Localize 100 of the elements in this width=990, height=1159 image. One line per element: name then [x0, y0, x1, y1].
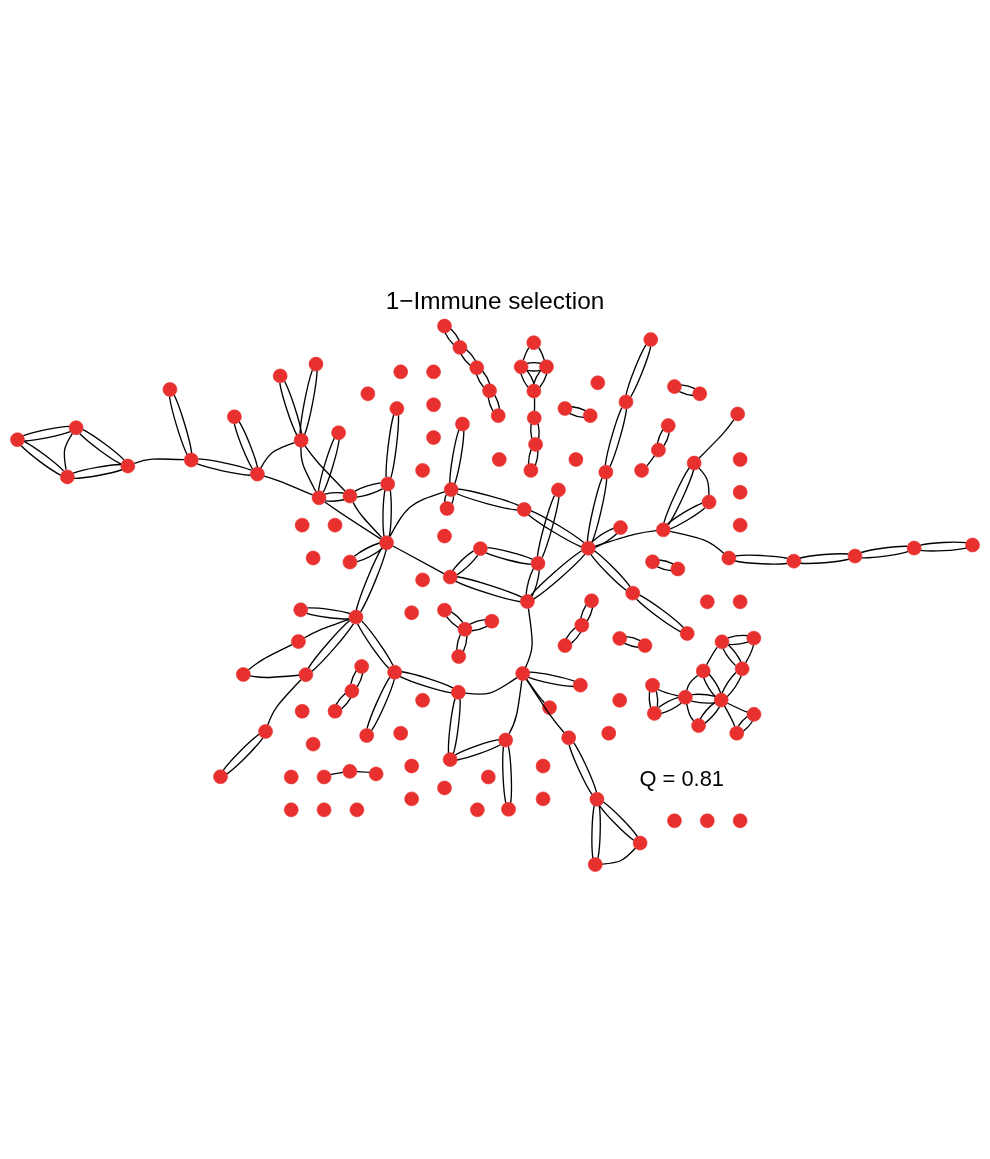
- connector: [392, 545, 445, 575]
- connector: [570, 631, 582, 644]
- connector: [609, 408, 628, 468]
- node-circle: [426, 364, 441, 380]
- connector: [525, 607, 533, 668]
- connector: [450, 328, 460, 342]
- node-circle: [452, 340, 468, 355]
- node-circle: [618, 394, 634, 410]
- node-circle: [667, 813, 682, 829]
- connector: [708, 673, 722, 694]
- connector: [728, 641, 749, 646]
- connector: [538, 347, 545, 361]
- connector: [525, 568, 534, 596]
- node-circle: [451, 685, 466, 700]
- connector: [591, 527, 614, 543]
- connector: [446, 616, 459, 629]
- connector: [306, 612, 350, 620]
- connector: [324, 501, 382, 540]
- node-circle: [906, 540, 922, 556]
- connector: [324, 492, 345, 495]
- connector: [586, 477, 603, 542]
- node-circle: [714, 634, 730, 650]
- connector: [352, 501, 383, 539]
- node-circle: [645, 678, 660, 693]
- connector: [569, 412, 585, 419]
- connector: [686, 674, 699, 692]
- connector: [722, 648, 737, 667]
- connector: [861, 551, 909, 559]
- node-circle: [360, 386, 376, 402]
- node-circle: [526, 383, 542, 399]
- node-circle: [516, 502, 532, 517]
- diagram-title: 1−Immune selection: [385, 287, 605, 315]
- connector: [623, 642, 639, 648]
- node-circle: [643, 332, 659, 347]
- connector: [444, 332, 455, 346]
- node-circle: [670, 561, 686, 577]
- node-circle: [847, 548, 863, 564]
- connector: [586, 607, 594, 622]
- node-circle: [491, 452, 507, 467]
- node-circle: [298, 667, 314, 682]
- node-circle: [437, 528, 452, 544]
- connector: [390, 414, 400, 479]
- node-circle: [470, 802, 485, 818]
- node-circle: [700, 594, 715, 610]
- connector: [537, 423, 540, 439]
- node-circle: [439, 501, 455, 516]
- connector: [455, 580, 521, 603]
- connector: [300, 446, 317, 493]
- node-circle: [746, 630, 762, 646]
- connector: [389, 491, 446, 537]
- connector: [197, 458, 253, 471]
- node-circle: [348, 609, 364, 625]
- node-circle: [632, 835, 648, 851]
- node-circle: [451, 649, 466, 664]
- node-circle: [473, 541, 488, 556]
- connector: [356, 547, 383, 563]
- node-circle: [528, 437, 543, 452]
- connector: [646, 455, 656, 467]
- connector: [73, 469, 123, 479]
- connector: [299, 369, 313, 435]
- connector: [317, 437, 335, 492]
- node-circle: [213, 769, 228, 785]
- node-circle: [387, 664, 402, 680]
- connector: [452, 698, 461, 755]
- node-circle: [316, 769, 332, 785]
- node-circle: [404, 791, 419, 807]
- connector: [742, 720, 754, 732]
- node-circle: [227, 409, 242, 425]
- connector: [360, 549, 387, 613]
- node-circle: [344, 683, 360, 699]
- node-circle: [490, 408, 506, 423]
- connector: [594, 529, 657, 547]
- node-circle: [162, 382, 178, 397]
- node-circle: [513, 359, 529, 375]
- connector: [460, 353, 471, 366]
- node-circle: [415, 572, 430, 588]
- connector: [447, 698, 456, 754]
- node-circle: [442, 752, 458, 767]
- node-circle: [700, 813, 715, 829]
- connector: [660, 702, 682, 715]
- node-circle: [695, 663, 711, 679]
- node-circle: [732, 452, 748, 467]
- node-circle: [415, 463, 430, 478]
- node-circle: [404, 758, 419, 774]
- connector: [534, 450, 539, 466]
- connector: [723, 705, 736, 727]
- node-circle: [678, 690, 693, 705]
- node-circle: [557, 638, 573, 653]
- connector: [532, 370, 542, 385]
- connector: [680, 384, 696, 390]
- connector: [663, 431, 670, 447]
- connector: [22, 425, 70, 437]
- node-circle: [613, 520, 628, 535]
- connector: [304, 445, 346, 492]
- connector: [388, 489, 392, 537]
- node-circle: [393, 364, 408, 380]
- node-circle: [598, 464, 614, 480]
- node-circle: [590, 375, 606, 391]
- node-circle: [692, 386, 708, 402]
- connector: [465, 349, 477, 362]
